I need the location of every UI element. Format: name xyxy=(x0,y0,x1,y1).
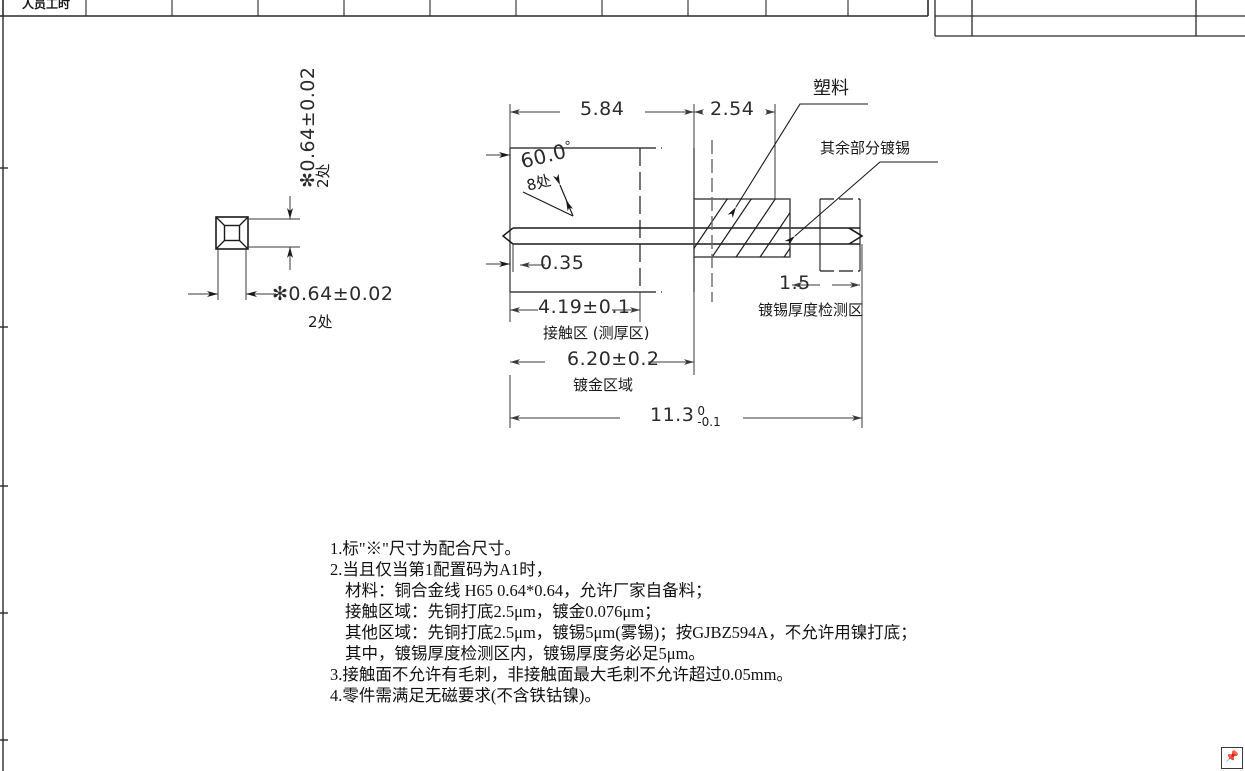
label-plastic: 塑料 xyxy=(813,78,849,99)
dim-6-20: 6.20±0.2 xyxy=(567,348,660,370)
left-view-dimension-lines xyxy=(188,196,300,300)
dim-6-20-label: 镀金区域 xyxy=(573,376,634,394)
main-view-dimension-lines xyxy=(486,104,863,428)
left-view-horizontal-dim: ✻0.64±0.02 xyxy=(272,283,394,305)
label-rest-tin: 其余部分镀锡 xyxy=(820,139,911,157)
pin-side-view xyxy=(501,227,864,245)
dim-4-19-label: 接触区 (测厚区) xyxy=(543,324,650,342)
note-line: 其他区域：先铜打底2.5μm，镀锡5μm(雾锡)；按GJBZ594A，不允许用镍… xyxy=(345,623,917,642)
note-line: 1.标"※"尺寸为配合尺寸。 xyxy=(330,539,521,558)
dim-overall-group: 11.3 0 -0.1 xyxy=(650,404,721,428)
dim-4-19: 4.19±0.1 xyxy=(538,296,631,318)
pin-icon[interactable]: 📌 xyxy=(1221,747,1243,769)
dim-overall-value: 11.3 xyxy=(650,404,695,426)
leader-lines xyxy=(522,103,938,246)
dim-0-35: 0.35 xyxy=(540,252,585,274)
note-line: 2.当且仅当第1配置码为A1时， xyxy=(330,560,553,579)
note-line: 其中，镀锡厚度检测区内，镀锡厚度务必足5μm。 xyxy=(345,644,705,663)
hidden-outline-lines xyxy=(509,140,861,302)
note-line: 接触区域：先铜打底2.5μm，镀金0.076μm； xyxy=(345,602,661,621)
left-view-horizontal-dim-note: 2处 xyxy=(308,313,333,331)
title-block-corner-label: 人员工时 xyxy=(22,0,71,11)
left-view-vertical-dim-note: 2处 xyxy=(314,163,332,188)
dim-1-5: 1.5 xyxy=(779,272,811,294)
notes-block: 1.标"※"尺寸为配合尺寸。 2.当且仅当第1配置码为A1时， 材料：铜合金线 … xyxy=(330,538,917,706)
note-line: 3.接触面不允许有毛刺，非接触面最大毛刺不允许超过0.05mm。 xyxy=(330,665,793,684)
note-line: 4.零件需满足无磁要求(不含铁钴镍)。 xyxy=(330,686,601,705)
left-end-view xyxy=(215,216,249,250)
dim-2-54: 2.54 xyxy=(710,98,755,120)
dim-5-84: 5.84 xyxy=(580,98,625,120)
label-tin-zone: 镀锡厚度检测区 xyxy=(758,301,864,319)
plastic-block xyxy=(693,198,791,258)
note-line: 材料：铜合金线 H65 0.64*0.64，允许厂家自备料； xyxy=(345,581,712,600)
dim-overall-tol-lower: -0.1 xyxy=(697,415,721,430)
dim-overall-tol-upper: 0 xyxy=(697,404,705,419)
